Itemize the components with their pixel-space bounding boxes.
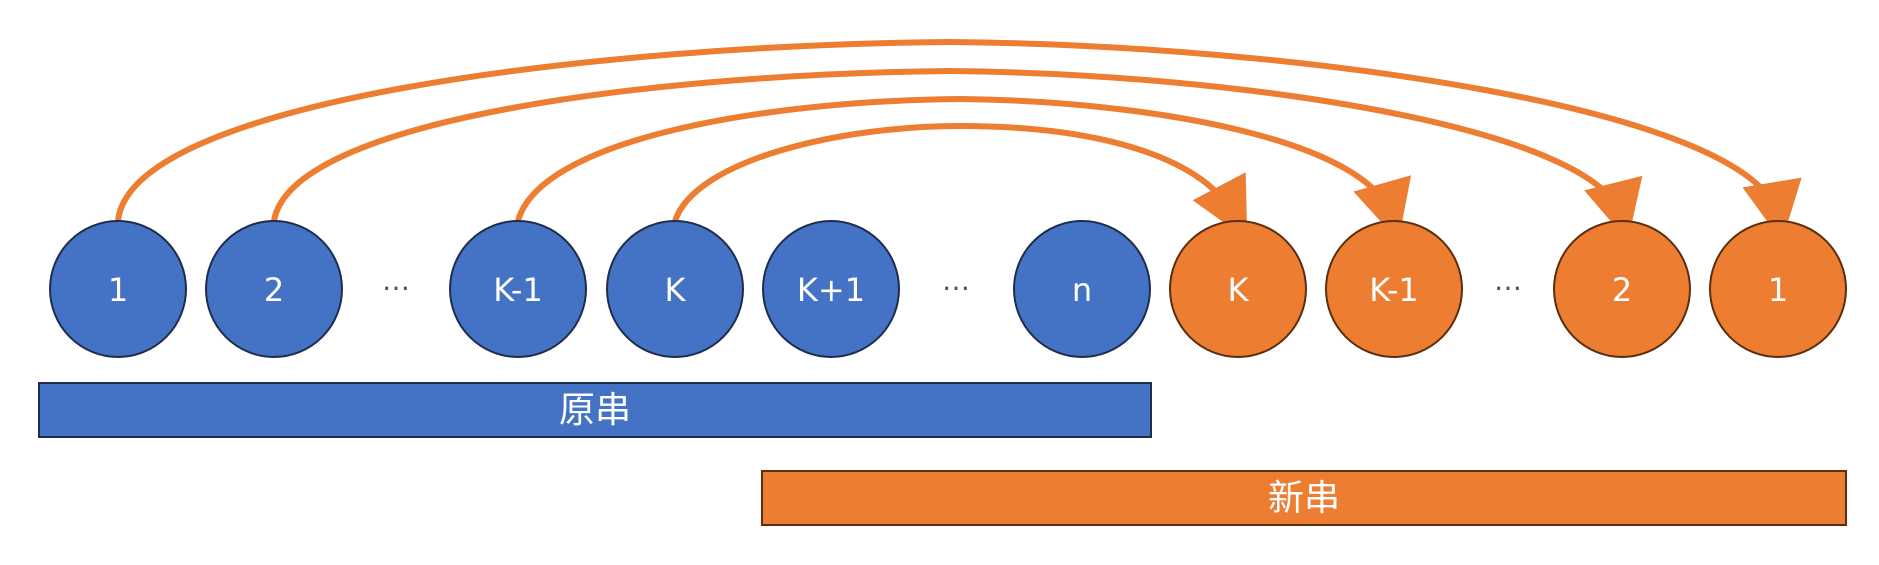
new-nodes: K K-1 … 2 1 — [1169, 220, 1847, 358]
arc-k1-to-k1 — [515, 95, 1411, 242]
node-label: K+1 — [797, 271, 865, 309]
node-original-k: K — [606, 220, 744, 358]
arc-2-to-2 — [271, 67, 1643, 242]
node-label: 1 — [108, 271, 128, 309]
node-label: 2 — [1612, 271, 1632, 309]
node-label: K-1 — [1369, 271, 1419, 309]
node-original-1: 1 — [49, 220, 187, 358]
node-label: K — [665, 271, 687, 309]
node-label: 1 — [1768, 271, 1788, 309]
node-new-1: 1 — [1709, 220, 1847, 358]
ellipsis-original-left: … — [382, 264, 410, 297]
node-original-k-minus-1: K-1 — [449, 220, 587, 358]
original-string-bar: 原串 — [38, 382, 1152, 438]
arc-k-to-k — [672, 122, 1248, 240]
node-label: K-1 — [493, 271, 543, 309]
new-string-label: 新串 — [1268, 478, 1340, 519]
ellipsis-new: … — [1494, 264, 1522, 297]
node-label: K — [1228, 271, 1250, 309]
node-original-2: 2 — [205, 220, 343, 358]
node-new-2: 2 — [1553, 220, 1691, 358]
arrow-arcs — [115, 38, 1802, 242]
ellipsis-original-right: … — [942, 264, 970, 297]
arc-1-to-1 — [115, 38, 1802, 242]
node-original-k-plus-1: K+1 — [762, 220, 900, 358]
original-nodes: 1 2 … K-1 K K+1 … n — [49, 220, 1151, 358]
node-original-n: n — [1013, 220, 1151, 358]
new-string-bar: 新串 — [761, 470, 1847, 526]
node-new-k: K — [1169, 220, 1307, 358]
node-new-k-minus-1: K-1 — [1325, 220, 1463, 358]
node-label: n — [1072, 271, 1092, 309]
original-string-label: 原串 — [559, 390, 631, 431]
node-label: 2 — [264, 271, 284, 309]
